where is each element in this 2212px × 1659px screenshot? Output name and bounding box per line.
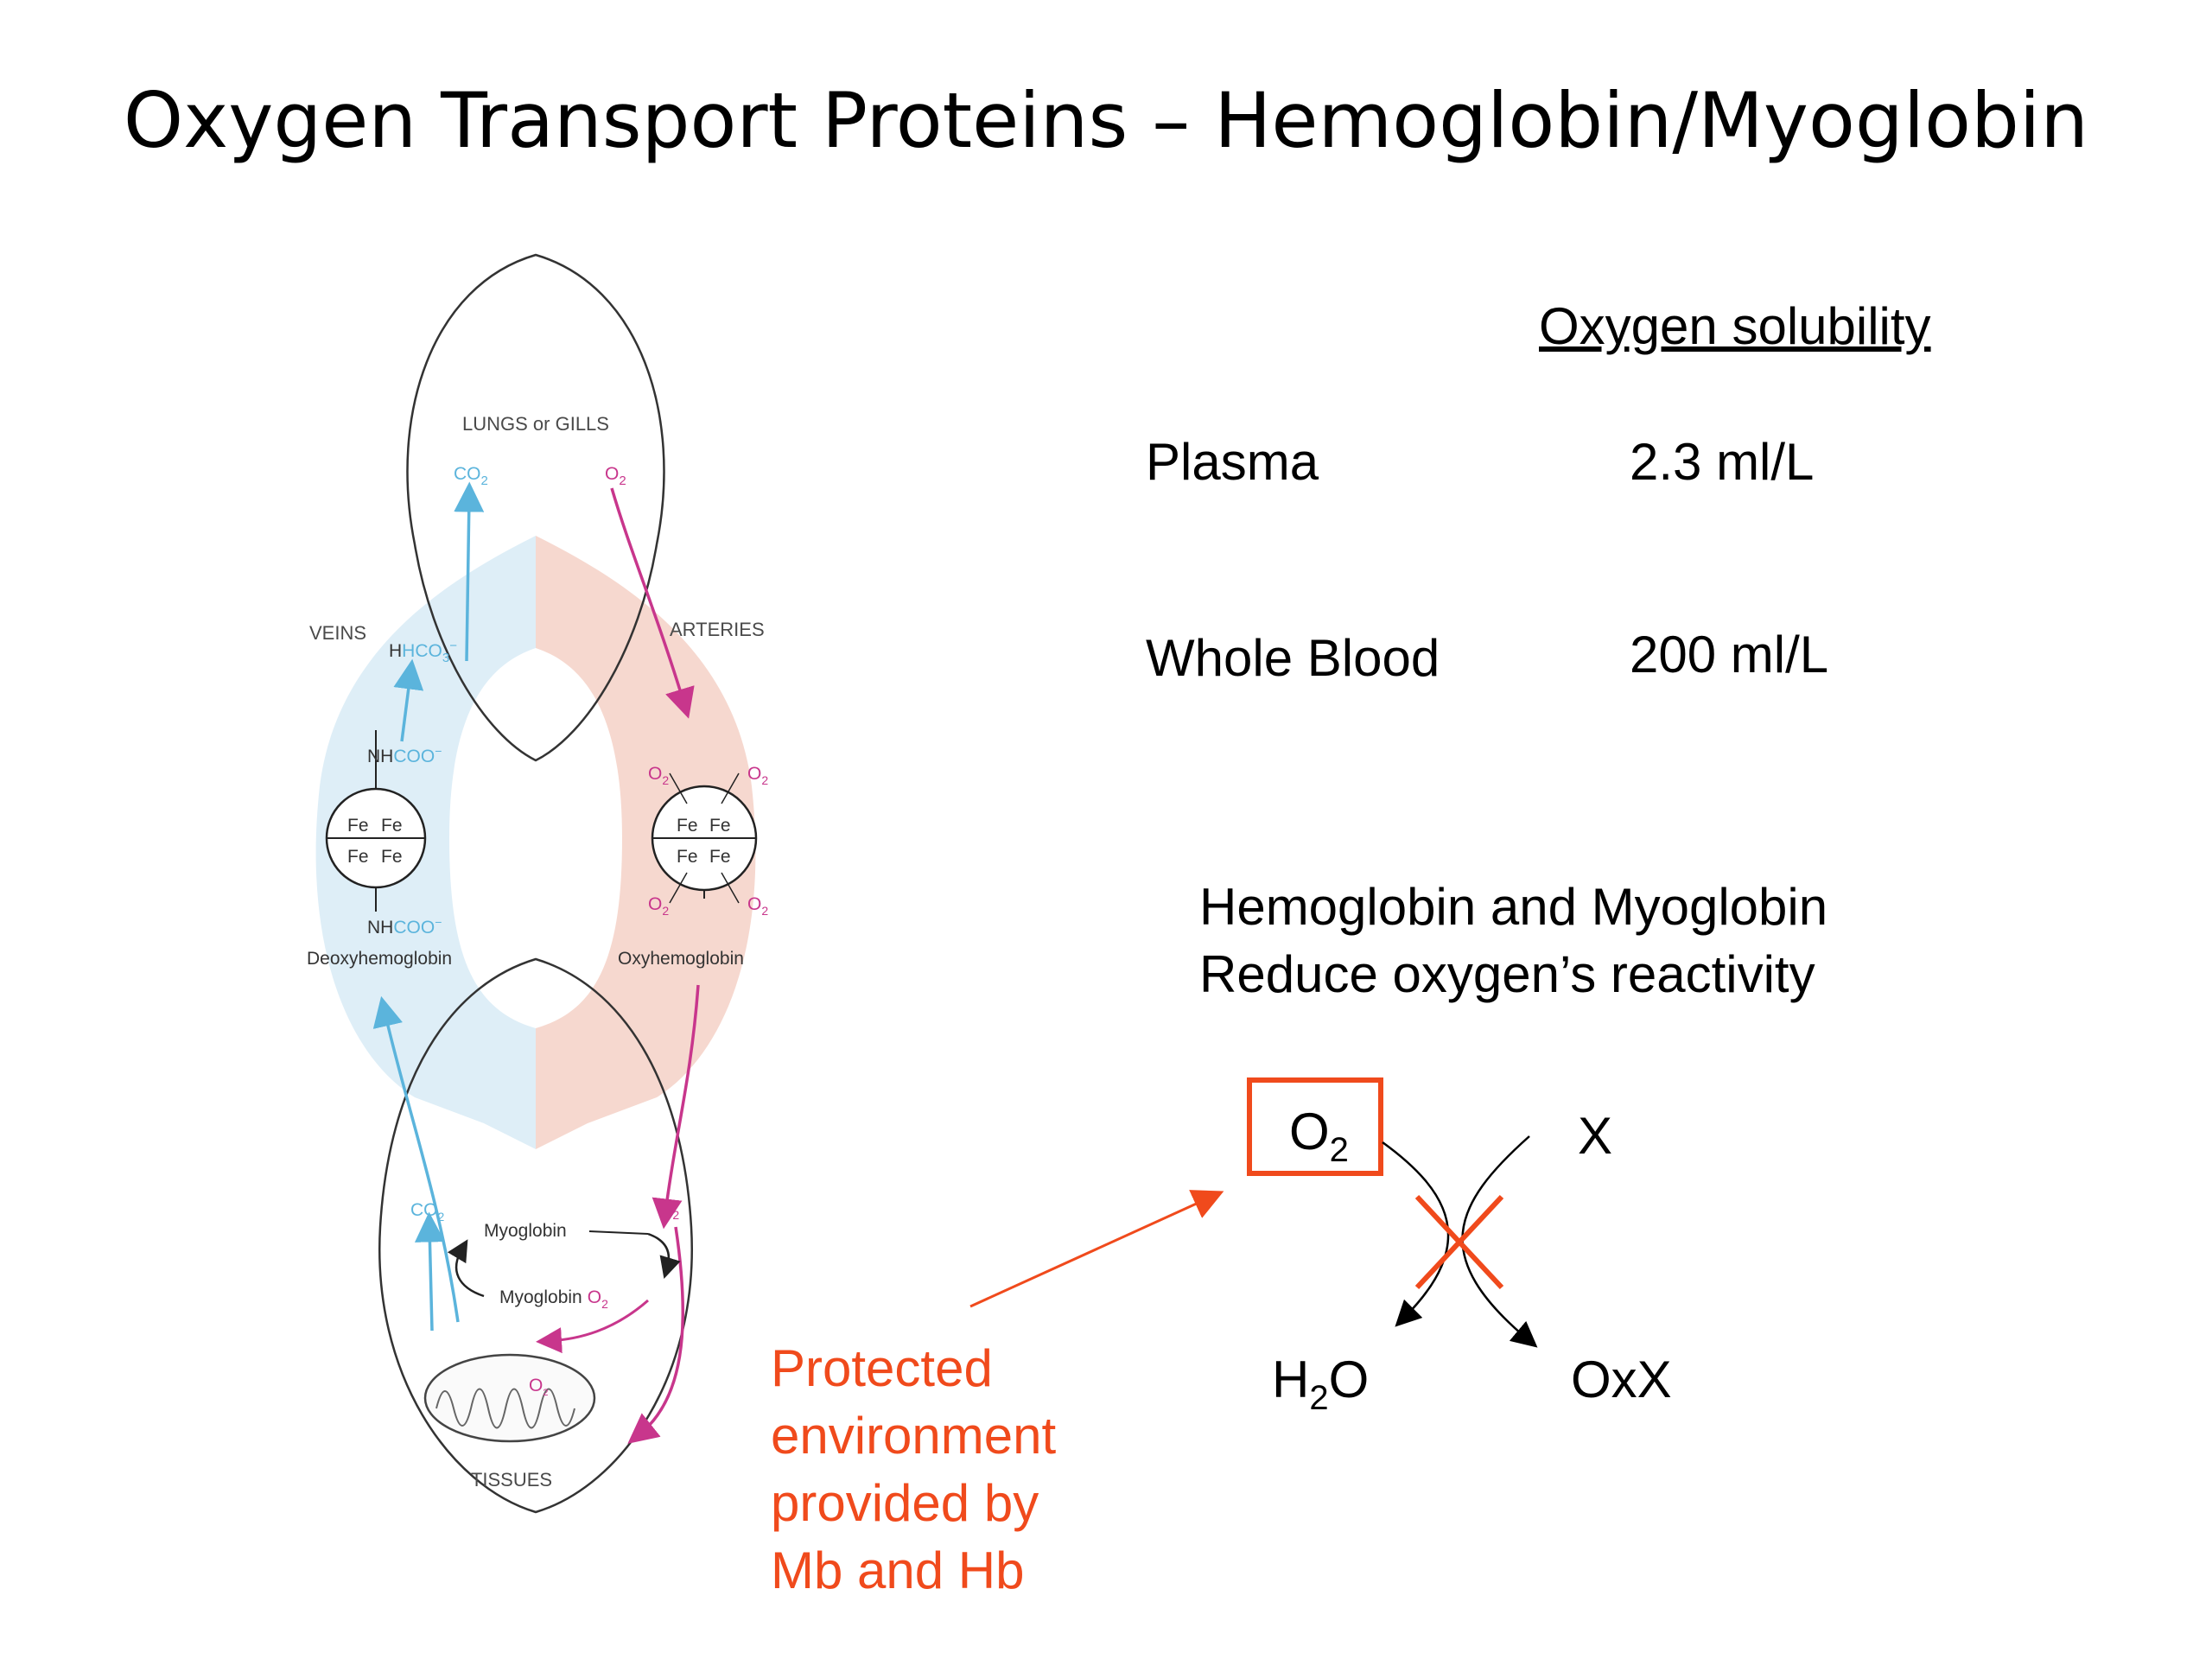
plasma-value: 2.3 ml/L	[1630, 433, 1815, 491]
svg-text:NHCOO−: NHCOO−	[367, 744, 442, 766]
svg-text:O2: O2	[747, 894, 768, 918]
plasma-label: Plasma	[1146, 433, 1319, 491]
arteries-label: ARTERIES	[670, 619, 765, 640]
page-title: Oxygen Transport Proteins – Hemoglobin/M…	[123, 76, 2089, 165]
pointer-arrow	[969, 1190, 1224, 1308]
deoxyhemoglobin-label: Deoxyhemoglobin	[307, 949, 452, 969]
svg-text:Fe: Fe	[709, 847, 731, 867]
whole-blood-label: Whole Blood	[1146, 629, 1440, 687]
lungs-outline	[406, 253, 665, 762]
svg-text:Fe: Fe	[381, 847, 403, 867]
mitochondrion-icon: O2	[423, 1353, 596, 1443]
oxx-product: OxX	[1571, 1351, 1672, 1408]
svg-text:O2: O2	[658, 1198, 679, 1222]
deoxyhemoglobin-symbol: Fe Fe Fe Fe	[325, 730, 427, 912]
statement-line-1: Hemoglobin and Myoglobin	[1199, 878, 1828, 936]
statement-line-2: Reduce oxygen’s reactivity	[1199, 945, 1815, 1003]
svg-text:Fe: Fe	[347, 816, 369, 836]
whole-blood-value: 200 ml/L	[1630, 626, 1829, 683]
svg-text:Fe: Fe	[381, 816, 403, 836]
oxyhemoglobin-label: Oxyhemoglobin	[618, 949, 744, 969]
blocked-cross-1	[1414, 1194, 1504, 1290]
solubility-heading: Oxygen solubility	[1539, 297, 1931, 355]
svg-text:O2: O2	[648, 764, 669, 787]
lungs-label: LUNGS or GILLS	[462, 413, 609, 435]
svg-text:CO2: CO2	[410, 1200, 445, 1224]
oxyhemoglobin-symbol: Fe Fe Fe Fe	[651, 772, 758, 904]
tissues-outline	[378, 957, 694, 1514]
svg-text:HHCO3−: HHCO3−	[389, 639, 457, 665]
svg-text:O2: O2	[747, 764, 768, 787]
o2-highlight-box	[1247, 1077, 1383, 1176]
tissues-label: TISSUES	[471, 1469, 552, 1491]
protected-environment-note: Protected environment provided by Mb and…	[771, 1339, 1057, 1599]
svg-text:Fe: Fe	[677, 816, 698, 836]
svg-text:Fe: Fe	[347, 847, 369, 867]
svg-text:NHCOO−: NHCOO−	[367, 915, 442, 938]
x-species: X	[1578, 1107, 1612, 1165]
myoglobin-label: Myoglobin	[484, 1221, 567, 1241]
veins-label: VEINS	[309, 622, 366, 644]
o2-species: O2	[1289, 1103, 1349, 1169]
svg-text:Fe: Fe	[709, 816, 731, 836]
svg-text:CO2: CO2	[454, 464, 488, 488]
h2o-product: H2O	[1272, 1351, 1369, 1417]
svg-text:O2: O2	[648, 894, 669, 918]
svg-text:Fe: Fe	[677, 847, 698, 867]
svg-text:O2: O2	[605, 464, 626, 488]
arterial-band	[536, 536, 756, 1149]
circulation-diagram: LUNGS or GILLS CO2 O2 VEINS ARTERIES HHC…	[307, 253, 768, 1514]
blocked-cross-2	[1414, 1194, 1504, 1290]
svg-text:O2: O2	[529, 1376, 548, 1398]
